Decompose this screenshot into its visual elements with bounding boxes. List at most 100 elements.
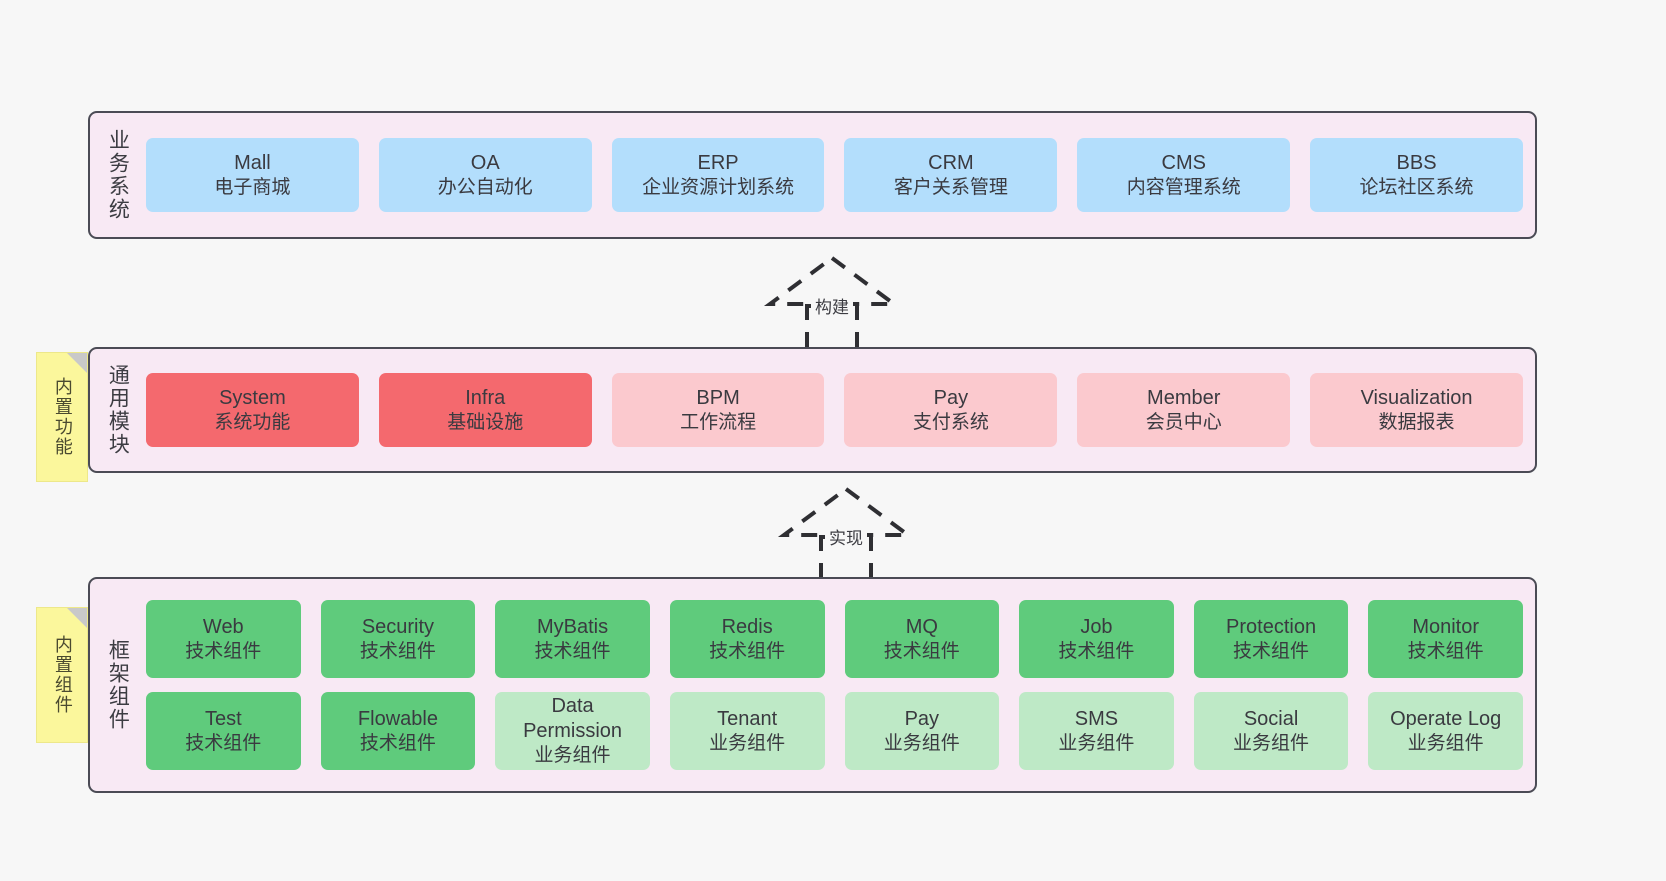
node-title-en: BPM — [696, 386, 740, 409]
node-title-en: CMS — [1161, 151, 1206, 174]
node-title-cn: 技术组件 — [534, 640, 611, 662]
node-title-cn: 业务组件 — [883, 732, 960, 754]
node-member[interactable]: Member 会员中心 — [1077, 373, 1291, 447]
node-web[interactable]: Web 技术组件 — [146, 600, 301, 678]
layer-body-common: System 系统功能 Infra 基础设施 BPM 工作流程 Pay 支付系统… — [136, 357, 1523, 463]
node-title-cn: 技术组件 — [883, 640, 960, 662]
node-crm[interactable]: CRM 客户关系管理 — [844, 138, 1058, 212]
node-title-cn: 技术组件 — [1407, 640, 1484, 662]
node-row: Test 技术组件 Flowable 技术组件 Data Permission … — [146, 692, 1523, 770]
node-monitor[interactable]: Monitor 技术组件 — [1368, 600, 1523, 678]
connector-realize: 实现 — [771, 485, 921, 581]
node-job[interactable]: Job 技术组件 — [1019, 600, 1174, 678]
node-sms[interactable]: SMS 业务组件 — [1019, 692, 1174, 770]
node-pay[interactable]: Pay 支付系统 — [844, 373, 1058, 447]
node-erp[interactable]: ERP 企业资源计划系统 — [611, 138, 825, 212]
node-title-en: Tenant — [717, 707, 778, 730]
node-bbs[interactable]: BBS 论坛社区系统 — [1310, 138, 1523, 212]
node-protection[interactable]: Protection 技术组件 — [1193, 600, 1349, 678]
node-title-en: Infra — [465, 386, 506, 409]
node-row: System 系统功能 Infra 基础设施 BPM 工作流程 Pay 支付系统… — [146, 373, 1523, 447]
node-pay-component[interactable]: Pay 业务组件 — [844, 692, 1000, 770]
connector-label-realize: 实现 — [825, 523, 867, 550]
node-title-cn: 数据报表 — [1378, 411, 1455, 433]
node-operate-log[interactable]: Operate Log 业务组件 — [1368, 692, 1523, 770]
layer-framework-component[interactable]: 框架组件 Web 技术组件 Security 技术组件 MyBatis 技术组件… — [88, 577, 1537, 793]
layer-title-frame: 框架组件 — [106, 639, 130, 731]
node-test[interactable]: Test 技术组件 — [146, 692, 301, 770]
node-title-en: Social — [1243, 707, 1299, 730]
node-title-cn: 技术组件 — [359, 732, 436, 754]
layer-title-common: 通用模块 — [106, 364, 130, 456]
node-mall[interactable]: Mall 电子商城 — [146, 138, 359, 212]
node-oa[interactable]: OA 办公自动化 — [378, 138, 592, 212]
layer-business-system[interactable]: 业务系统 Mall 电子商城 OA 办公自动化 ERP 企业资源计划系统 CRM… — [88, 111, 1537, 239]
node-title-cn: 系统功能 — [214, 411, 291, 433]
node-title-cn: 技术组件 — [185, 732, 262, 754]
node-title-en: CRM — [928, 151, 974, 174]
node-title-en: SMS — [1074, 707, 1119, 730]
node-title-cn: 客户关系管理 — [893, 176, 1008, 198]
node-tenant[interactable]: Tenant 业务组件 — [669, 692, 825, 770]
node-security[interactable]: Security 技术组件 — [320, 600, 476, 678]
node-title-cn: 会员中心 — [1145, 411, 1222, 433]
node-title-cn: 支付系统 — [912, 411, 989, 433]
node-cms[interactable]: CMS 内容管理系统 — [1077, 138, 1291, 212]
node-redis[interactable]: Redis 技术组件 — [669, 600, 825, 678]
node-title-en: Mall — [234, 151, 271, 174]
node-social[interactable]: Social 业务组件 — [1193, 692, 1349, 770]
node-title-en: OA — [470, 151, 500, 174]
note-fold-icon — [67, 608, 87, 628]
layer-common-module[interactable]: 通用模块 System 系统功能 Infra 基础设施 BPM 工作流程 Pay… — [88, 347, 1537, 473]
node-title-cn: 技术组件 — [185, 640, 262, 662]
note-builtin-function[interactable]: 内置功能 — [36, 352, 88, 482]
node-title-cn: 业务组件 — [534, 745, 611, 767]
layer-body-frame: Web 技术组件 Security 技术组件 MyBatis 技术组件 Redi… — [136, 587, 1523, 783]
node-title-cn: 技术组件 — [1233, 640, 1310, 662]
node-title-en: Member — [1147, 386, 1221, 409]
node-title-en: Web — [202, 615, 244, 638]
layer-body-business: Mall 电子商城 OA 办公自动化 ERP 企业资源计划系统 CRM 客户关系… — [136, 121, 1523, 229]
node-title-cn: 业务组件 — [709, 732, 786, 754]
node-title-cn: 工作流程 — [680, 411, 757, 433]
node-mq[interactable]: MQ 技术组件 — [844, 600, 1000, 678]
note-builtin-component[interactable]: 内置组件 — [36, 607, 88, 743]
node-title-cn: 企业资源计划系统 — [642, 176, 795, 198]
node-data-permission[interactable]: Data Permission 业务组件 — [495, 692, 650, 770]
node-visualization[interactable]: Visualization 数据报表 — [1310, 373, 1523, 447]
node-title-en: Visualization — [1360, 386, 1473, 409]
node-title-en: Data Permission — [523, 695, 623, 743]
node-title-en: MyBatis — [537, 615, 609, 638]
node-infra[interactable]: Infra 基础设施 — [378, 373, 592, 447]
generalization-arrowhead-icon — [777, 486, 915, 537]
node-title-cn: 技术组件 — [709, 640, 786, 662]
node-bpm[interactable]: BPM 工作流程 — [611, 373, 825, 447]
node-title-en: Operate Log — [1390, 707, 1502, 730]
node-title-en: Security — [361, 615, 435, 638]
node-title-en: Flowable — [357, 707, 438, 730]
node-title-en: Pay — [933, 386, 969, 409]
node-title-en: Test — [204, 707, 242, 730]
node-title-cn: 基础设施 — [447, 411, 524, 433]
node-flowable[interactable]: Flowable 技术组件 — [320, 692, 476, 770]
node-title-en: System — [219, 386, 286, 409]
node-title-cn: 技术组件 — [359, 640, 436, 662]
node-mybatis[interactable]: MyBatis 技术组件 — [495, 600, 650, 678]
node-title-cn: 技术组件 — [1058, 640, 1135, 662]
node-title-en: Redis — [721, 615, 773, 638]
node-title-cn: 内容管理系统 — [1126, 176, 1241, 198]
node-title-en: MQ — [905, 615, 938, 638]
generalization-arrowhead-icon — [763, 255, 901, 306]
node-title-en: ERP — [697, 151, 739, 174]
node-title-en: Protection — [1226, 615, 1317, 638]
node-title-en: Pay — [904, 707, 940, 730]
node-title-cn: 业务组件 — [1233, 732, 1310, 754]
node-title-cn: 电子商城 — [214, 176, 291, 198]
node-title-cn: 论坛社区系统 — [1359, 176, 1474, 198]
node-title-cn: 业务组件 — [1058, 732, 1135, 754]
node-system[interactable]: System 系统功能 — [146, 373, 359, 447]
node-title-cn: 业务组件 — [1407, 732, 1484, 754]
node-title-cn: 办公自动化 — [437, 176, 533, 198]
note-label: 内置功能 — [52, 377, 73, 457]
